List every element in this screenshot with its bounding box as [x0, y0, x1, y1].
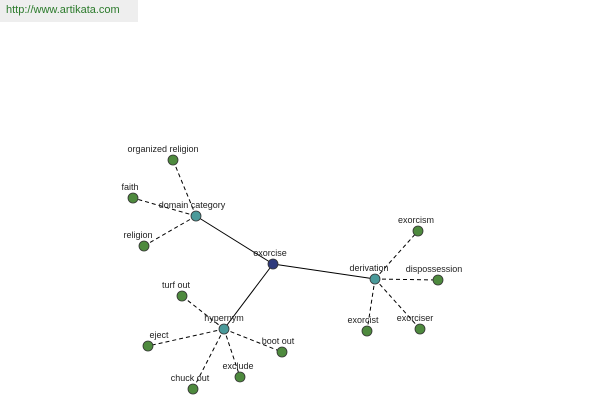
- url-link[interactable]: http://www.artikata.com: [6, 4, 120, 16]
- leaf-exorciser-node[interactable]: [414, 323, 426, 335]
- edge-center-hypernym: [223, 263, 274, 330]
- edge-domain-category-organized-religion: [172, 159, 197, 217]
- url-banner: http://www.artikata.com: [0, 0, 138, 22]
- leaf-exorcism-label[interactable]: exorcism: [398, 215, 434, 225]
- leaf-exclude-node[interactable]: [234, 371, 246, 383]
- leaf-dispossession-label[interactable]: dispossession: [406, 264, 463, 274]
- edge-domain-category-religion: [143, 215, 197, 247]
- edge-domain-category-faith: [132, 197, 197, 217]
- leaf-chuck-out-node[interactable]: [187, 383, 199, 395]
- edge-derivation-dispossession: [374, 278, 439, 281]
- edge-hypernym-eject: [147, 328, 225, 347]
- leaf-organized-religion-node[interactable]: [167, 154, 179, 166]
- leaf-boot-out-node[interactable]: [276, 346, 288, 358]
- leaf-eject-label[interactable]: eject: [149, 330, 169, 340]
- leaf-chuck-out-label[interactable]: chuck out: [171, 373, 210, 383]
- leaf-turf-out-label[interactable]: turf out: [162, 280, 191, 290]
- edge-derivation-exorciser: [374, 278, 421, 330]
- hub-derivation-node[interactable]: [369, 273, 381, 285]
- leaf-exorcist-node[interactable]: [361, 325, 373, 337]
- hub-derivation-label[interactable]: derivation: [349, 263, 388, 273]
- edge-center-derivation: [272, 263, 376, 280]
- edge-center-domain-category: [195, 215, 274, 265]
- leaf-faith-node[interactable]: [127, 192, 139, 204]
- hub-hypernym-label[interactable]: hypernym: [204, 313, 244, 323]
- leaf-religion-node[interactable]: [138, 240, 150, 252]
- leaf-faith-label[interactable]: faith: [121, 182, 138, 192]
- leaf-eject-node[interactable]: [142, 340, 154, 352]
- leaf-exorciser-label[interactable]: exorciser: [397, 313, 434, 323]
- edge-hypernym-boot-out: [223, 328, 283, 353]
- leaf-exorcist-label[interactable]: exorcist: [347, 315, 379, 325]
- hub-hypernym-node[interactable]: [218, 323, 230, 335]
- leaf-exorcism-node[interactable]: [412, 225, 424, 237]
- leaf-organized-religion-label[interactable]: organized religion: [127, 144, 198, 154]
- leaf-turf-out-node[interactable]: [176, 290, 188, 302]
- graph-nodes: exorcise domain category organized religio…: [121, 144, 463, 395]
- graph-edges: [132, 159, 439, 390]
- hub-domain-category-node[interactable]: [190, 210, 202, 222]
- center-exorcise-label[interactable]: exorcise: [253, 248, 287, 258]
- leaf-dispossession-node[interactable]: [432, 274, 444, 286]
- leaf-boot-out-label[interactable]: boot out: [262, 336, 295, 346]
- edge-derivation-exorcism: [374, 230, 419, 280]
- leaf-religion-label[interactable]: religion: [123, 230, 152, 240]
- center-exorcise-node[interactable]: [267, 258, 279, 270]
- edge-hypernym-exclude: [223, 328, 241, 378]
- edge-hypernym-turf-out: [181, 295, 225, 330]
- hub-domain-category-label[interactable]: domain category: [159, 200, 226, 210]
- edge-hypernym-chuck-out: [192, 328, 225, 390]
- edge-derivation-exorcist: [366, 278, 376, 332]
- leaf-exclude-label[interactable]: exclude: [222, 361, 253, 371]
